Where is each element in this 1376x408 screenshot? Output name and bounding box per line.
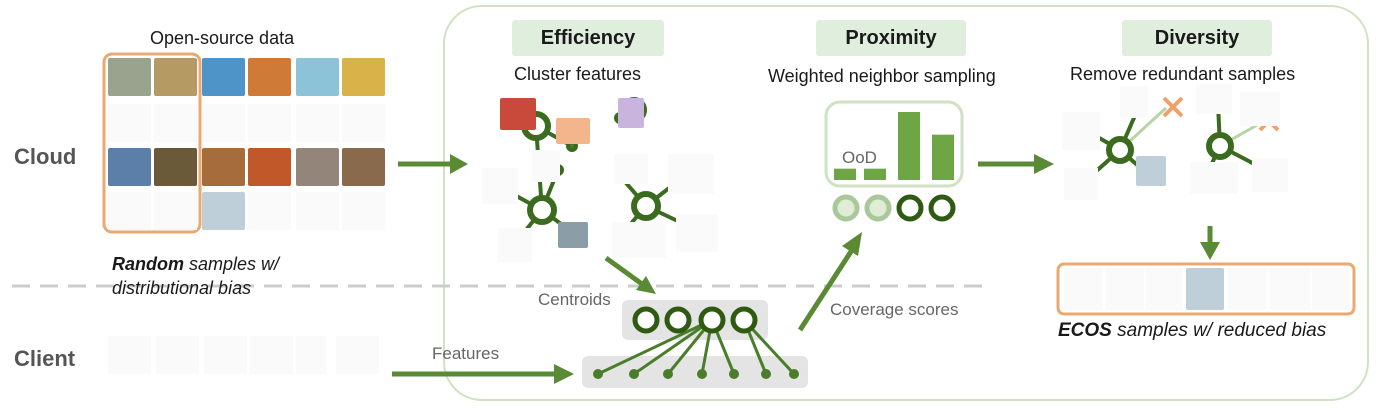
sketch-thumb <box>1190 162 1238 194</box>
ood-label: OoD <box>842 148 877 167</box>
centroids-bar <box>622 300 768 340</box>
sketch-thumb <box>204 336 247 374</box>
sketch-thumb <box>676 214 718 252</box>
sketch-thumb <box>342 192 385 230</box>
sketch-thumb <box>154 192 197 230</box>
cloud-label: Cloud <box>14 144 77 169</box>
proximity-bar <box>834 168 856 180</box>
client-label: Client <box>14 346 76 371</box>
sketch-thumb <box>296 336 326 374</box>
sketch-thumb <box>1064 268 1102 310</box>
proximity-chart-box <box>824 100 964 188</box>
sketch-thumb <box>296 104 339 142</box>
proximity-bars <box>834 112 954 180</box>
sketch-thumb <box>108 104 151 142</box>
random-caption: Random samples w/ <box>112 254 280 274</box>
photo-thumb <box>202 192 245 230</box>
diversity-subtitle: Remove redundant samples <box>1070 64 1296 84</box>
photo-thumb <box>296 148 339 186</box>
photo-thumb <box>202 58 245 96</box>
sketch-thumb <box>202 104 245 142</box>
sketch-thumb <box>108 336 151 374</box>
feature-nodes <box>593 369 799 379</box>
centroid-nodes <box>632 306 758 334</box>
photo-thumb <box>618 98 644 128</box>
photo-thumb <box>558 222 588 248</box>
sketch-thumb <box>108 192 151 230</box>
proximity-bar <box>898 112 920 180</box>
open-source-title: Open-source data <box>150 28 295 48</box>
photo-thumb <box>342 148 385 186</box>
photo-thumb <box>296 58 339 96</box>
random-caption-line2: distributional bias <box>112 278 252 298</box>
sketch-thumb <box>1120 86 1148 118</box>
photo-thumb <box>248 58 291 96</box>
sketch-thumb <box>336 336 379 374</box>
sketch-thumb <box>1196 84 1232 114</box>
proximity-subtitle: Weighted neighbor sampling <box>768 66 996 86</box>
photo-thumb <box>202 148 245 186</box>
sketch-thumb <box>1062 112 1100 150</box>
ecos-caption: ECOS samples w/ reduced bias <box>1058 320 1327 341</box>
sketch-thumb <box>614 154 648 184</box>
proximity-header: Proximity <box>816 20 966 56</box>
sketch-thumb <box>1252 158 1288 192</box>
photo-thumb <box>1136 156 1166 186</box>
sketch-thumb <box>1240 92 1280 126</box>
sketch-thumb <box>342 104 385 142</box>
sketch-thumb <box>482 168 518 204</box>
sketch-thumb <box>498 228 532 262</box>
sketch-thumb <box>296 192 339 230</box>
sketch-thumb <box>1312 268 1350 310</box>
photo-thumb <box>248 148 291 186</box>
photo-thumb <box>108 148 151 186</box>
diversity-header: Diversity <box>1122 20 1272 56</box>
sketch-thumb <box>248 192 291 230</box>
arrows <box>392 154 1220 384</box>
sketch-thumb <box>1228 268 1266 310</box>
main-panel <box>443 5 1369 401</box>
efficiency-subtitle: Cluster features <box>514 64 642 84</box>
sketch-thumb <box>248 104 291 142</box>
sketch-thumb <box>156 336 199 374</box>
features-bar <box>582 356 808 388</box>
efficiency-header: Efficiency <box>512 20 664 56</box>
sketch-thumb <box>1106 268 1144 310</box>
sketch-thumb <box>154 104 197 142</box>
coverage-label: Coverage scores <box>830 300 959 319</box>
random-selection-box <box>102 52 202 234</box>
sketch-thumb <box>250 336 293 374</box>
proximity-bar <box>864 168 886 180</box>
proximity-bar <box>932 134 954 180</box>
centroids-label: Centroids <box>538 290 611 309</box>
photo-thumb <box>154 148 197 186</box>
sketch-thumb <box>668 154 714 194</box>
sketch-thumb <box>532 150 560 182</box>
features-label: Features <box>432 344 500 363</box>
photo-thumb <box>154 58 197 96</box>
proximity-circles <box>832 194 956 222</box>
sketch-thumb <box>1146 268 1182 310</box>
photo-thumb <box>556 118 590 144</box>
photo-thumb <box>342 58 385 96</box>
photo-thumb <box>108 58 151 96</box>
sketch-thumb <box>1064 168 1098 200</box>
sketch-thumb <box>1270 268 1310 310</box>
photo-thumb <box>1186 268 1224 310</box>
photo-thumb <box>500 98 536 130</box>
sketch-thumb <box>612 222 666 258</box>
